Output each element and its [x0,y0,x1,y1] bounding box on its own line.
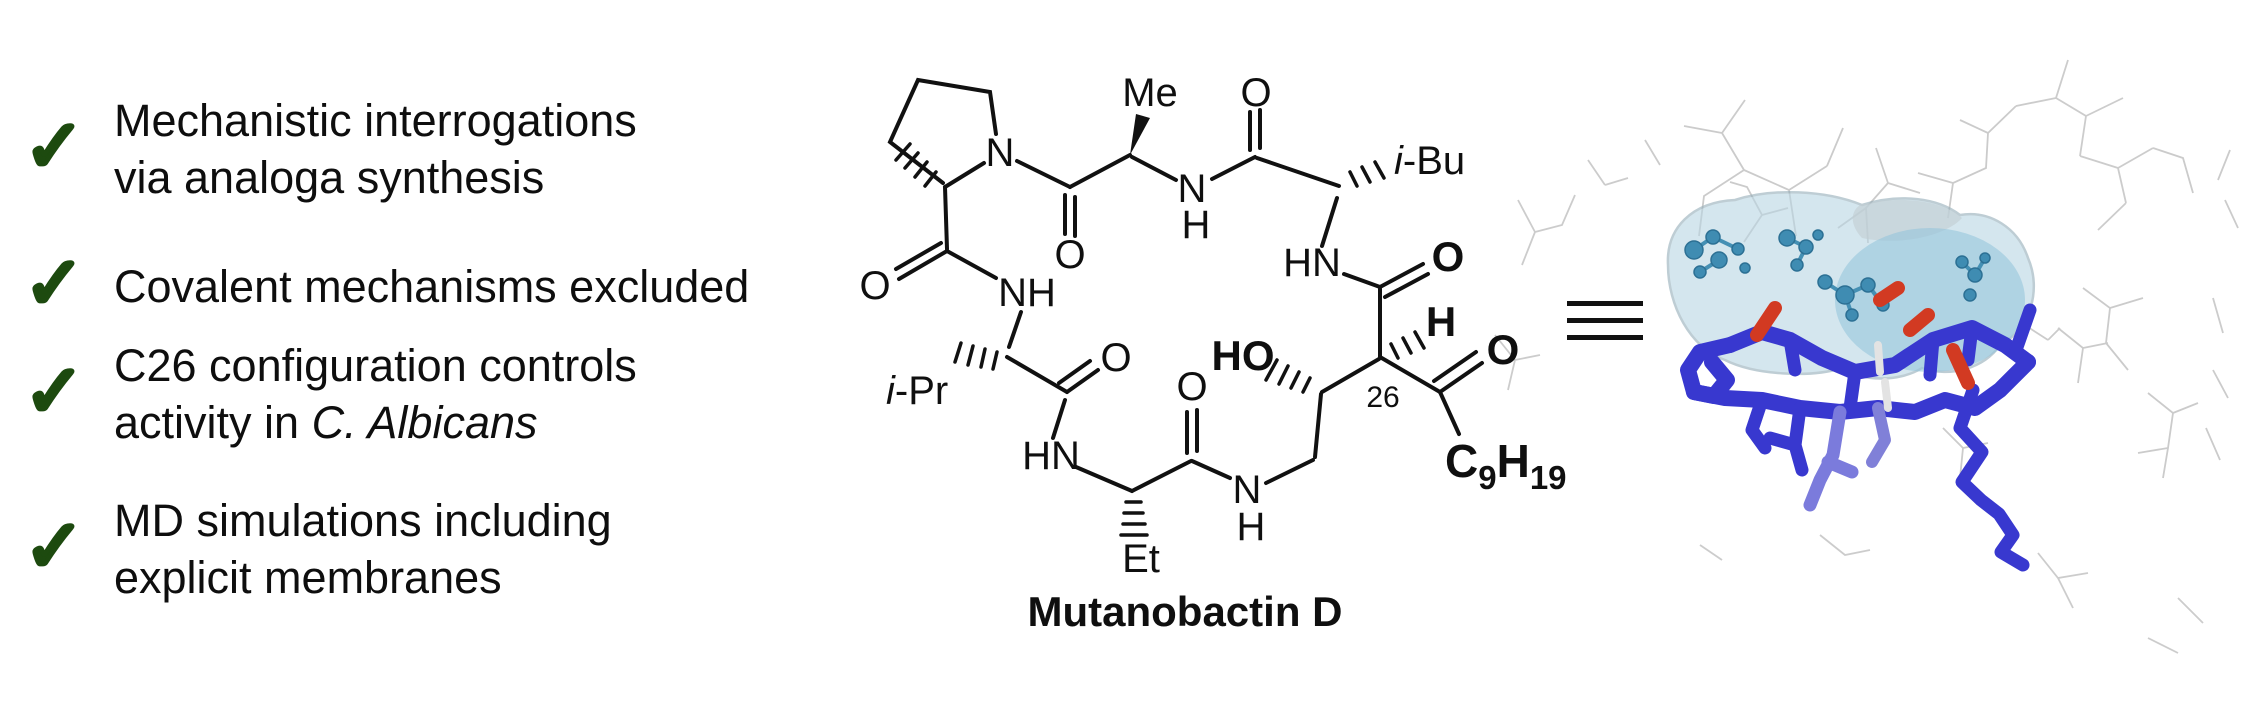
alkyl-tail [1953,383,2030,572]
check-line: Mechanistic interrogations [114,95,637,146]
hydrogen-sticks [1874,341,1892,412]
surface-atoms [1684,229,1991,322]
compound-name: Mutanobactin D [1028,588,1343,635]
oxygen-label-top: O [1240,71,1271,115]
oxygen-label-amide-bold: O [1432,233,1465,280]
check-item-3: ✓ C26 configuration controls activity in… [23,337,637,451]
check-item-3-text: C26 configuration controls activity in C… [114,337,637,451]
oxygen-label-ketone-bold: O [1487,326,1520,373]
check-item-1-text: Mechanistic interrogations via analoga s… [114,92,637,206]
isobutyl-i: i [1394,139,1404,183]
chain-h: H [1497,435,1530,487]
check-item-2-text: Covalent mechanisms excluded [114,258,749,315]
oxygen-label-pro: O [859,264,890,308]
check-item-4-text: MD simulations including explicit membra… [114,492,612,606]
check-line: Covalent mechanisms excluded [114,260,750,312]
ethyl-label: Et [1122,537,1160,581]
branch-light [1803,405,1859,512]
species-name-italic: C. Albicans [311,397,538,448]
oxygen-label-ala: O [1054,233,1085,277]
check-item-1: ✓ Mechanistic interrogations via analoga… [23,92,637,206]
isopropyl-label: i-Pr [886,369,948,413]
check-item-2: ✓ Covalent mechanisms excluded [23,244,750,324]
bond-lines [887,77,1484,493]
peptide-sticks [1680,303,2037,572]
hn-label-abu: HN [1022,434,1080,478]
checkmark-icon: ✓ [23,507,86,587]
methyl-label: Me [1122,71,1178,115]
equivalence-icon [1567,301,1643,340]
checkmark-icon: ✓ [23,244,86,324]
chain-9: 9 [1478,459,1496,496]
amide-h-label-top: H [1182,203,1211,247]
isopropyl-i: i [886,369,896,413]
proline-nitrogen-label: N [986,131,1015,175]
oxygen-label-abu: O [1176,365,1207,409]
chain-c: C [1445,435,1478,487]
check-line: via analoga synthesis [114,152,545,203]
check-line: activity in C. Albicans [114,397,538,448]
alkyl-chain-label: C9H19 [1445,435,1567,496]
backbone-h-label: H [1237,505,1266,549]
hash-bonds [894,142,1426,537]
isopropyl-rest: -Pr [895,369,948,413]
check-line: MD simulations including [114,495,612,546]
wedge-bond [1130,114,1150,155]
checkmark-icon: ✓ [23,352,86,432]
check-line: explicit membranes [114,552,502,603]
amide-n-label-top: N [1178,167,1207,211]
hn-label-leu: HN [1283,241,1341,285]
isobutyl-rest: -Bu [1403,139,1465,183]
backbone-n-label: N [1233,468,1262,512]
hydroxyl-label: HO [1212,332,1275,379]
check-line: C26 configuration controls [114,340,637,391]
c26-hydrogen-label: H [1426,298,1456,345]
nh-label-val: NH [998,271,1056,315]
check-item-4: ✓ MD simulations including explicit memb… [23,492,612,606]
c26-number-label: 26 [1366,381,1399,414]
oxygen-label-val: O [1100,336,1131,380]
checkmark-icon: ✓ [23,107,86,187]
isobutyl-label: i-Bu [1394,139,1465,183]
chain-19: 19 [1530,459,1567,496]
oxygen-sticks [1750,281,1975,390]
